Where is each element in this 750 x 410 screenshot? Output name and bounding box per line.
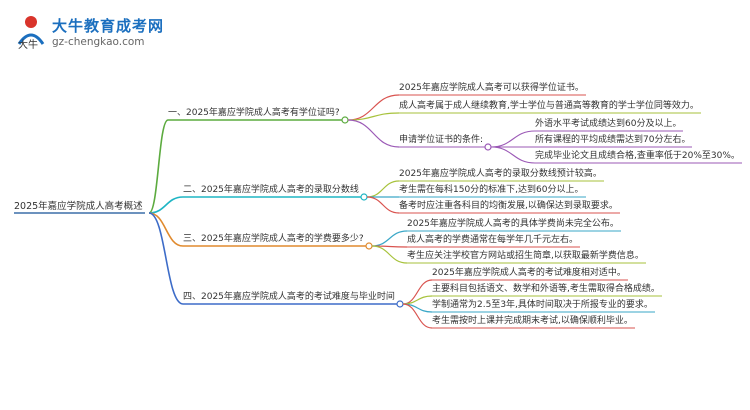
site-logo: 大牛 大牛教育成考网 gz-chengkao.com <box>14 14 174 54</box>
branch-2-item-3-link <box>366 196 400 214</box>
branch-3-link <box>148 212 184 247</box>
logo-url: gz-chengkao.com <box>52 36 145 48</box>
branch-4-item-4[interactable]: 考生需按时上课并完成期末考试,以确保顺利毕业。 <box>432 316 633 326</box>
branch-2-item-2[interactable]: 考生需在每科150分的标准下,达到60分以上。 <box>399 185 584 195</box>
branch-2-link <box>148 196 184 214</box>
branch-4-item-1[interactable]: 2025年嘉应学院成人高考的考试难度相对适中。 <box>432 268 626 278</box>
branch-1-item-2[interactable]: 成人高考属于成人继续教育,学士学位与普通高等教育的学士学位同等效力。 <box>399 101 699 111</box>
svg-text:大牛: 大牛 <box>18 38 38 50</box>
branch-4-node-dot <box>396 300 404 308</box>
branch-1-label[interactable]: 一、2025年嘉应学院成人高考有学位证吗? <box>168 108 340 118</box>
branch-3-item-1[interactable]: 2025年嘉应学院成人高考的具体学费尚未完全公布。 <box>407 219 619 229</box>
branch-3-item-3-link <box>371 245 408 264</box>
branch-4-link <box>148 212 184 305</box>
branch-3-item-1-link <box>371 230 408 247</box>
branch-1-item-1[interactable]: 2025年嘉应学院成人高考可以获得学位证书。 <box>399 83 584 93</box>
branch-1-node-dot <box>341 116 349 124</box>
branch-3-node-dot <box>365 242 373 250</box>
logo-title: 大牛教育成考网 <box>52 17 165 35</box>
branch-1-sub-item-1[interactable]: 外语水平考试成绩达到60分及以上。 <box>535 119 682 129</box>
branch-4-item-2[interactable]: 主要科目包括语文、数学和外语等,考生需取得合格成绩。 <box>432 284 660 294</box>
branch-2-item-3[interactable]: 备考时应注重各科目的均衡发展,以确保达到录取要求。 <box>399 201 618 211</box>
branch-1-sub-item-2[interactable]: 所有课程的平均成绩需达到70分左右。 <box>535 135 691 145</box>
branch-2-node-dot <box>360 193 368 201</box>
branch-4-item-4-link <box>402 303 433 329</box>
branch-4-item-3[interactable]: 学制通常为2.5至3年,具体时间取决于所报专业的要求。 <box>432 300 653 310</box>
branch-1-item-3-link <box>347 119 400 148</box>
branch-1-item-3-node-dot <box>484 143 492 151</box>
branch-3-label[interactable]: 三、2025年嘉应学院成人高考的学费要多少? <box>183 234 364 244</box>
branch-2-label[interactable]: 二、2025年嘉应学院成人高考的录取分数线 <box>183 185 359 195</box>
branch-1-sub-item-3-link <box>490 146 536 164</box>
branch-2-item-1-link <box>366 180 400 198</box>
branch-4-label[interactable]: 四、2025年嘉应学院成人高考的考试难度与毕业时间 <box>183 292 395 302</box>
branch-1-sub-item-3[interactable]: 完成毕业论文且成绩合格,查重率低于20%至30%。 <box>535 151 740 161</box>
branch-1-item-2-link <box>347 112 400 121</box>
branch-2-item-1[interactable]: 2025年嘉应学院成人高考的录取分数线预计较高。 <box>399 169 602 179</box>
branch-3-item-3[interactable]: 考生应关注学校官方网站或招生简章,以获取最新学费信息。 <box>407 251 644 261</box>
branch-3-item-2[interactable]: 成人高考的学费通常在每学年几千元左右。 <box>407 235 579 245</box>
logo-mark-icon: 大牛 <box>17 16 45 50</box>
branch-1-item-3[interactable]: 申请学位证书的条件: <box>399 135 484 145</box>
branch-1-link <box>148 119 169 214</box>
mindmap-root[interactable]: 2025年嘉应学院成人高考概述 <box>14 201 143 212</box>
branch-1-sub-item-1-link <box>490 130 536 148</box>
